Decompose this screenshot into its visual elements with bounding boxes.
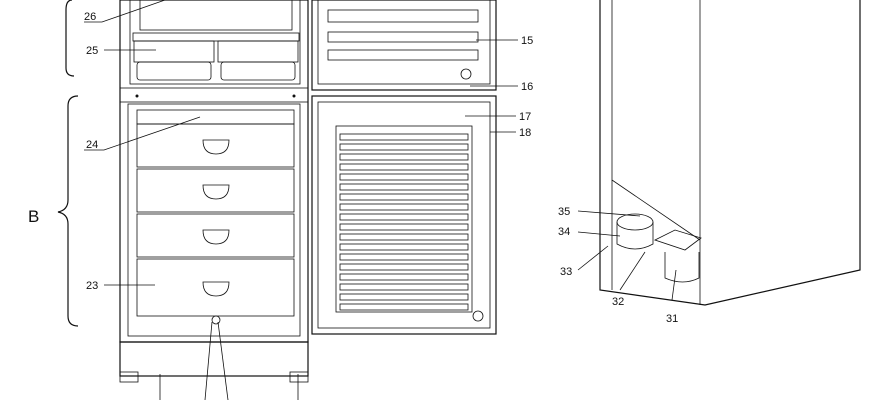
callout-35: 35 [558,206,570,218]
door-slat [339,153,469,161]
door-slat [339,273,469,281]
callout-24: 24 [86,139,98,151]
callout-18: 18 [519,127,531,139]
door-slat [339,233,469,241]
fridge-left-unit [119,0,309,383]
callout-23: 23 [86,280,98,292]
brace-b [57,95,79,327]
door-slat [339,303,469,311]
door-slat [339,213,469,221]
callout-32: 32 [612,296,624,308]
section-label-b: B [28,207,39,226]
fridge-right-doors [311,0,497,335]
callout-leaders [84,0,677,400]
callout-26: 26 [84,11,96,23]
door-slat [339,203,469,211]
callout-33: 33 [560,266,572,278]
door-slat [339,263,469,271]
fridge-rear-perspective [599,0,861,306]
door-slat [339,283,469,291]
door-slat [339,253,469,261]
callout-15: 15 [521,35,533,47]
door-slat [339,243,469,251]
door-slat [339,163,469,171]
callout-25: 25 [86,45,98,57]
door-slat [339,143,469,151]
door-slat [339,183,469,191]
door-slat [339,223,469,231]
callout-17: 17 [519,111,531,123]
callout-31: 31 [666,313,678,325]
door-slat [339,173,469,181]
brace-upper [65,0,75,77]
door-slat [339,193,469,201]
callout-34: 34 [558,226,570,238]
callout-16: 16 [521,81,533,93]
door-slat [339,293,469,301]
door-slat [339,133,469,141]
